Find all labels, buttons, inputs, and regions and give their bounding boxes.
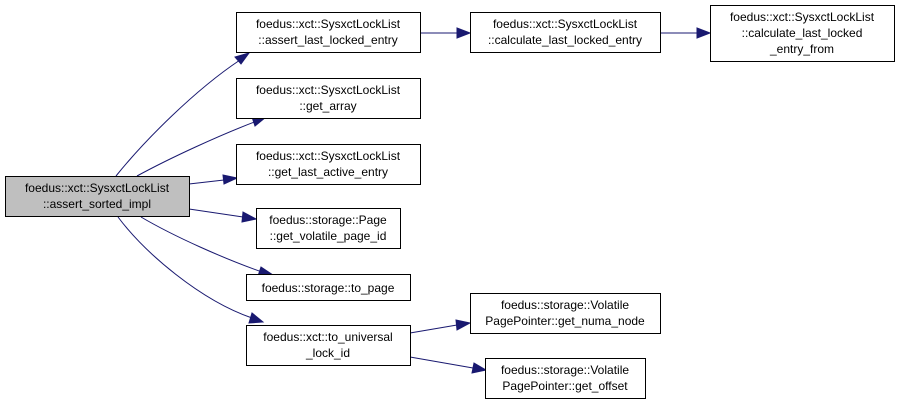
node-get-last-active-entry[interactable]: foedus::xct::SysxctLockList ::get_last_a…: [236, 144, 421, 185]
node-label-line: foedus::storage::Page: [269, 213, 387, 227]
edge-root-to-get-volatile-page-id: [188, 208, 258, 223]
node-label-line: ::get_array: [299, 99, 356, 113]
node-label-line: foedus::xct::SysxctLockList: [256, 149, 401, 163]
node-label-line: ::calculate_last_locked: [742, 26, 863, 40]
node-label-line: foedus::xct::SysxctLockList: [256, 83, 401, 97]
node-get-offset[interactable]: foedus::storage::Volatile PagePointer::g…: [485, 358, 646, 399]
node-assert-sorted-impl[interactable]: foedus::xct::SysxctLockList ::assert_sor…: [5, 176, 190, 217]
node-label-line: _entry_from: [769, 42, 834, 56]
node-label-line: foedus::storage::Volatile: [501, 363, 629, 377]
edge-universal-to-get-offset: [409, 356, 488, 374]
node-label-line: ::assert_sorted_impl: [43, 197, 151, 211]
node-label-line: PagePointer::get_offset: [502, 379, 628, 393]
node-label-line: foedus::xct::SysxctLockList: [25, 181, 170, 195]
edge-root-to-assert-last-locked-entry: [115, 52, 251, 177]
node-label-line: ::calculate_last_locked_entry: [488, 33, 642, 47]
node-label-line: _lock_id: [305, 346, 350, 360]
node-calculate-last-locked-entry-from[interactable]: foedus::xct::SysxctLockList ::calculate_…: [710, 5, 895, 62]
node-label-line: ::get_volatile_page_id: [270, 229, 387, 243]
node-label-line: foedus::storage::to_page: [262, 281, 395, 295]
node-get-array[interactable]: foedus::xct::SysxctLockList ::get_array: [236, 78, 421, 119]
edge-universal-to-get-numa-node: [409, 319, 472, 334]
node-to-page[interactable]: foedus::storage::to_page: [246, 274, 411, 301]
edge-root-to-to-universal-lock-id: [117, 216, 265, 324]
node-calculate-last-locked-entry[interactable]: foedus::xct::SysxctLockList ::calculate_…: [470, 12, 661, 53]
node-get-volatile-page-id[interactable]: foedus::storage::Page ::get_volatile_pag…: [256, 208, 401, 249]
nodes: foedus::xct::SysxctLockList ::assert_sor…: [5, 5, 895, 399]
node-label-line: foedus::storage::Volatile: [501, 298, 629, 312]
node-label-line: ::get_last_active_entry: [268, 165, 388, 179]
node-label-line: PagePointer::get_numa_node: [485, 314, 645, 328]
edge-assert-last-locked-to-calculate: [421, 27, 472, 39]
node-get-numa-node[interactable]: foedus::storage::Volatile PagePointer::g…: [470, 293, 661, 334]
node-label-line: foedus::xct::SysxctLockList: [256, 17, 401, 31]
node-label-line: foedus::xct::SysxctLockList: [493, 17, 638, 31]
edge-root-to-get-last-active-entry: [188, 174, 239, 185]
edge-root-to-to-page: [140, 216, 275, 277]
node-assert-last-locked-entry[interactable]: foedus::xct::SysxctLockList ::assert_las…: [236, 12, 421, 53]
node-label-line: ::assert_last_locked_entry: [258, 33, 397, 47]
node-to-universal-lock-id[interactable]: foedus::xct::to_universal _lock_id: [246, 325, 411, 366]
edge-calculate-to-calculate-from: [661, 27, 712, 39]
node-label-line: foedus::xct::to_universal: [263, 330, 392, 344]
node-label-line: foedus::xct::SysxctLockList: [730, 10, 875, 24]
